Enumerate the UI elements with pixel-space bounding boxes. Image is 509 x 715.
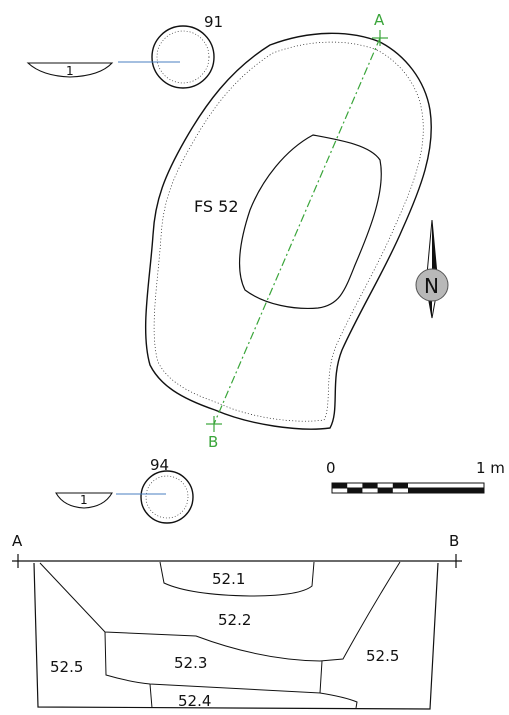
- feature-52-inner-outline: [238, 134, 382, 310]
- scale-bar-segment: [377, 488, 393, 493]
- section-line: [213, 37, 381, 425]
- scale-bar-segment: [408, 488, 484, 493]
- section-label-a: A: [12, 532, 23, 550]
- posthole-94-outline: [140, 470, 194, 524]
- layer-52-5-left-label: 52.5: [50, 658, 83, 676]
- posthole-91-hachure: [156, 30, 210, 84]
- posthole-94-label: 94: [150, 456, 169, 474]
- scale-bar: 0 1 m: [326, 459, 505, 494]
- posthole-91-profile-layer: 1: [66, 64, 74, 78]
- feature-52-outline: [144, 32, 432, 430]
- section-line-label-a: A: [374, 11, 385, 29]
- posthole-91-profile: [26, 62, 114, 78]
- layer-52-4-boundary: [149, 683, 358, 709]
- scale-bar-start-label: 0: [326, 459, 336, 477]
- scale-bar-segment: [332, 483, 348, 488]
- section-pit-outline: [33, 562, 439, 710]
- scale-bar-end-label: 1 m: [476, 459, 505, 477]
- section-profile: A B 52.1 52.2 52.3 52.4 52.5 52.5: [12, 532, 462, 710]
- layer-52-3-label: 52.3: [174, 654, 207, 672]
- posthole-94-profile: [55, 492, 113, 509]
- layer-52-5-right-label: 52.5: [366, 647, 399, 665]
- feature-52-hachure: [153, 41, 424, 422]
- posthole-94-profile-layer: 1: [80, 493, 88, 507]
- layer-52-4-label: 52.4: [178, 692, 211, 710]
- scale-bar-segment: [392, 483, 408, 488]
- layer-52-1-label: 52.1: [212, 570, 245, 588]
- section-label-b: B: [449, 532, 459, 550]
- scale-bar-segment: [347, 488, 363, 493]
- posthole-91-label: 91: [204, 13, 223, 31]
- north-arrow-icon: N: [415, 219, 449, 319]
- layer-52-2-boundary: [39, 561, 401, 662]
- layer-52-1-boundary: [159, 561, 315, 597]
- layer-52-2-label: 52.2: [218, 611, 251, 629]
- posthole-91-outline: [151, 25, 215, 89]
- north-arrow-label: N: [424, 274, 439, 298]
- posthole-94-hachure: [145, 475, 189, 519]
- north-arrow-circle: [415, 268, 449, 302]
- section-line-label-b: B: [208, 433, 218, 451]
- feature-label: FS 52: [194, 197, 239, 216]
- layer-52-3-boundary: [104, 631, 323, 694]
- scale-bar-segment: [362, 483, 378, 488]
